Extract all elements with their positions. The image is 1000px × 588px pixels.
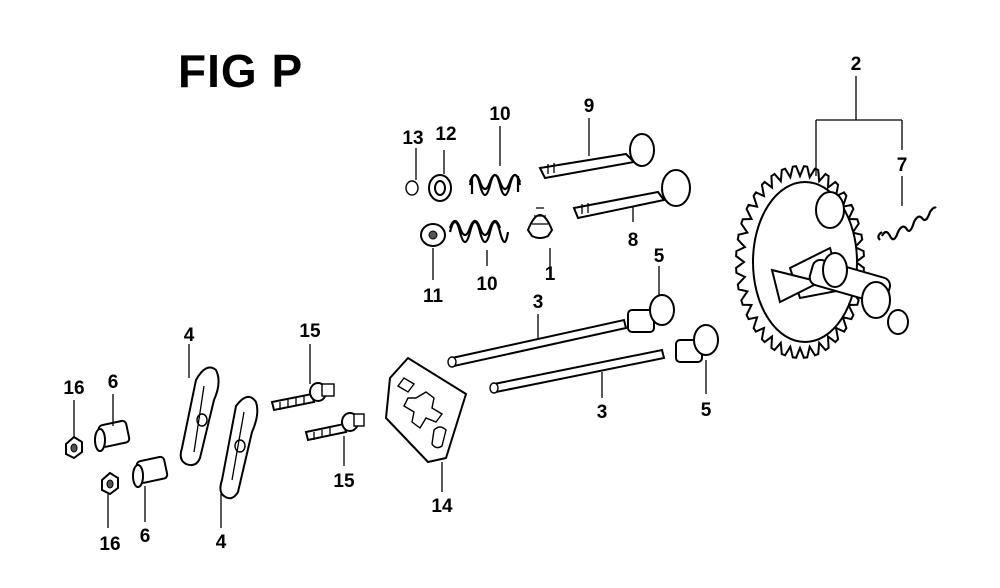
gear-web-cutout [770, 268, 823, 304]
callout-16-lower: 16 [99, 534, 120, 555]
callout-2: 2 [851, 54, 862, 75]
callout-5-lower: 5 [701, 400, 712, 421]
callout-1: 1 [545, 264, 556, 285]
callout-15-upper: 15 [299, 321, 321, 342]
gear-weight [815, 191, 845, 229]
camshaft-gear [735, 165, 909, 359]
decompressor-spring [877, 206, 937, 241]
callout-10-upper: 10 [489, 104, 510, 125]
rocker-lock-nut-lower [101, 471, 119, 496]
camshaft-bearing [861, 281, 891, 319]
callout-4-upper: 4 [184, 325, 195, 346]
callout-14: 14 [431, 496, 453, 517]
callout-16-upper: 16 [63, 378, 84, 399]
callout-6-lower: 6 [140, 526, 151, 547]
rocker-pivot-stud-upper [270, 382, 335, 412]
camshaft-end [887, 309, 909, 335]
push-rod-upper [447, 318, 628, 368]
rocker-pivot-stud-lower [304, 412, 365, 442]
callout-labels: 2 7 9 8 10 10 13 12 11 1 5 3 3 5 4 4 15 … [63, 54, 907, 555]
rocker-arm-lower [219, 395, 259, 500]
callout-8: 8 [628, 230, 639, 251]
valve-washer [420, 223, 446, 247]
valve-stem-seal [526, 207, 554, 239]
valve-spring-lower [448, 219, 510, 244]
push-rod-guide-plate [384, 356, 468, 464]
valve-retainer [428, 174, 452, 202]
camshaft-collar [822, 252, 848, 288]
rocker-lock-nut-upper [65, 435, 83, 460]
intake-valve [572, 169, 691, 220]
figure-title: FIG P [178, 45, 304, 97]
callout-4-lower: 4 [216, 532, 227, 553]
callout-7: 7 [897, 155, 908, 176]
callout-5-upper: 5 [654, 246, 665, 267]
valve-spring-upper [468, 173, 522, 197]
callout-6-upper: 6 [108, 372, 119, 393]
tappet-lower [675, 324, 719, 363]
valve-collet [405, 180, 419, 196]
rocker-arm-upper [179, 366, 220, 467]
pivot-ball-lower [132, 455, 169, 488]
callout-12: 12 [435, 124, 456, 145]
callout-13: 13 [402, 128, 423, 149]
pivot-ball-upper [94, 419, 131, 452]
callout-11: 11 [423, 286, 444, 307]
tappet-upper [627, 294, 675, 333]
push-rod-lower [489, 348, 666, 394]
callout-9: 9 [584, 96, 595, 117]
callout-15-lower: 15 [333, 471, 355, 492]
exhaust-valve [538, 133, 655, 180]
callout-3-lower: 3 [597, 402, 608, 423]
callout-10-lower: 10 [476, 274, 497, 295]
callout-3-upper: 3 [533, 292, 544, 313]
leader-lines [73, 76, 903, 528]
